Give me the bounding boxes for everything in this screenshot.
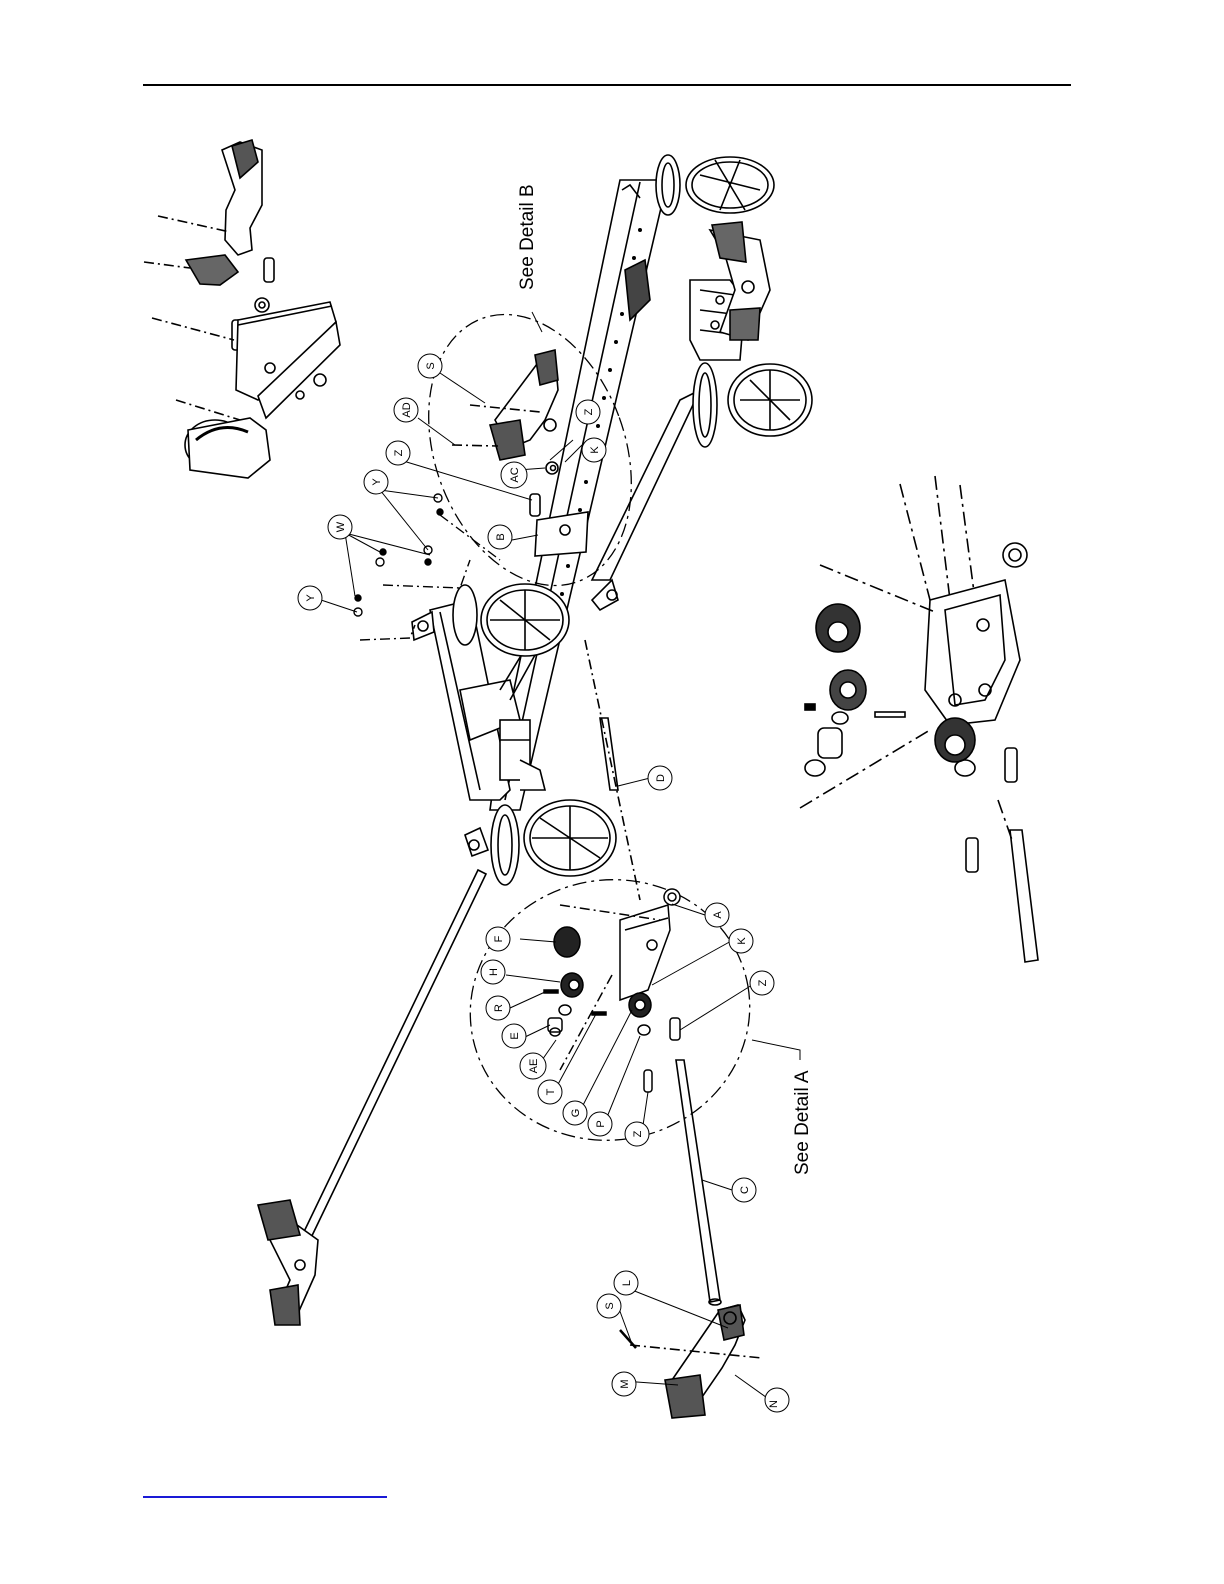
label-y-a: Y (364, 470, 388, 494)
svg-text:K: K (736, 937, 748, 945)
svg-text:E: E (509, 1032, 521, 1039)
detail-a-parts (544, 889, 680, 1092)
svg-text:S: S (425, 362, 437, 369)
label-y-b: Y (298, 586, 322, 610)
footer-link-underline[interactable] (143, 1496, 387, 1498)
label-a: A (705, 903, 729, 927)
svg-text:Y: Y (305, 594, 317, 602)
svg-text:G: G (570, 1109, 582, 1118)
label-z-low: Z (750, 971, 774, 995)
label-b: B (488, 525, 512, 549)
svg-text:C: C (739, 1186, 751, 1194)
svg-text:R: R (493, 1004, 505, 1012)
svg-text:H: H (488, 968, 500, 976)
svg-text:Z: Z (757, 979, 769, 986)
label-ac: AC (501, 462, 527, 488)
label-w: W (328, 515, 352, 539)
svg-text:K: K (589, 446, 601, 454)
label-c: C (732, 1178, 756, 1202)
label-e: E (502, 1024, 526, 1048)
label-g: G (563, 1101, 587, 1125)
svg-text:D: D (655, 774, 667, 782)
label-k-mid: K (729, 929, 753, 953)
handle-lower-left (258, 1200, 318, 1325)
wheel-lower (491, 800, 616, 885)
part-labels: S AD Z Z Y Y W AC K B D A K Z F H R E AE… (298, 354, 789, 1412)
label-s-top: S (418, 354, 442, 378)
label-ae: AE (520, 1053, 546, 1079)
handle-bottom (620, 1305, 762, 1418)
svg-text:AE: AE (528, 1059, 540, 1074)
svg-text:B: B (495, 533, 507, 540)
svg-text:T: T (545, 1088, 557, 1095)
label-d: D (648, 766, 672, 790)
label-ad: AD (394, 398, 418, 422)
wheel-top-right (656, 155, 774, 215)
svg-text:AC: AC (509, 467, 521, 482)
svg-text:S: S (604, 1302, 616, 1309)
label-z-top: Z (576, 400, 600, 424)
label-h: H (481, 960, 505, 984)
label-l: L (614, 1271, 638, 1295)
svg-text:N: N (768, 1400, 780, 1408)
svg-text:Y: Y (371, 478, 383, 486)
svg-text:A: A (712, 911, 724, 919)
svg-text:Z: Z (583, 408, 595, 415)
svg-text:Z: Z (632, 1130, 644, 1137)
label-s-low: S (597, 1294, 621, 1318)
label-p: P (588, 1112, 612, 1136)
label-z-mid: Z (386, 441, 410, 465)
label-t: T (538, 1080, 562, 1104)
svg-text:Z: Z (393, 449, 405, 456)
svg-text:L: L (621, 1280, 633, 1286)
label-f: F (486, 927, 510, 951)
label-z-detail: Z (625, 1122, 649, 1146)
svg-text:AD: AD (401, 402, 413, 417)
svg-text:M: M (619, 1379, 631, 1388)
label-n: N (765, 1388, 789, 1412)
see-detail-a-label: See Detail A (792, 1070, 813, 1175)
label-k-top: K (582, 438, 606, 462)
svg-text:F: F (493, 935, 505, 942)
enlarged-detail-view (800, 476, 1038, 962)
svg-text:P: P (595, 1120, 607, 1127)
top-left-partial-view (144, 140, 340, 478)
wheel-mid-right (693, 363, 812, 447)
see-detail-b-label: See Detail B (517, 184, 538, 290)
label-m: M (612, 1372, 636, 1396)
label-r: R (486, 996, 510, 1020)
svg-text:W: W (335, 521, 347, 532)
